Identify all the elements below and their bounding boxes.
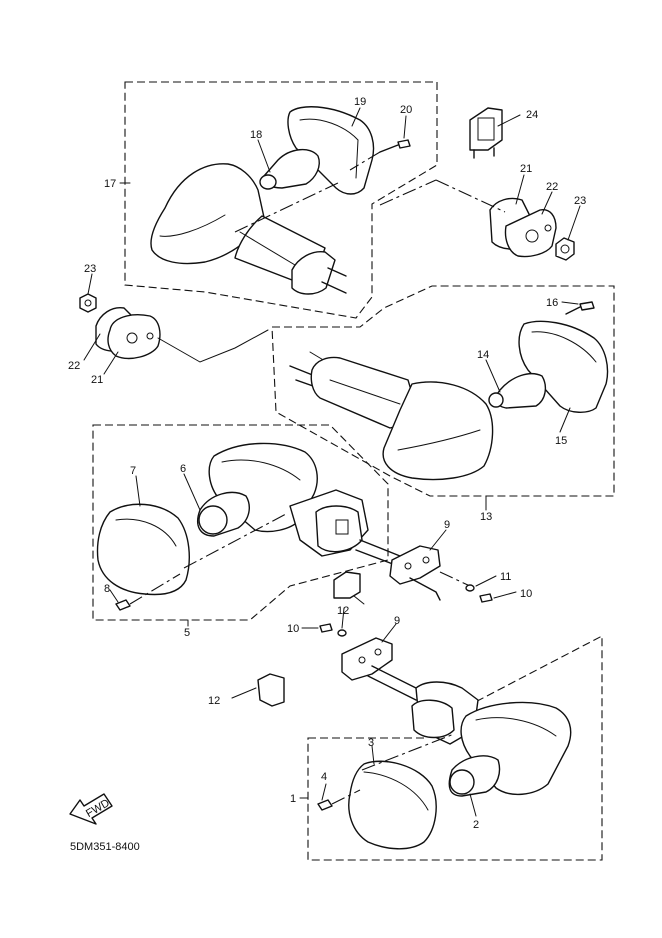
callout-12-lower: 12: [208, 695, 220, 707]
callout-10-lower: 10: [287, 623, 299, 635]
callout-24: 24: [526, 109, 538, 121]
callout-5: 5: [184, 627, 190, 639]
callout-14: 14: [477, 349, 489, 361]
fwd-arrow-icon: FWD: [69, 793, 113, 825]
callout-12-upper: 12: [337, 605, 349, 617]
callout-6: 6: [180, 463, 186, 475]
assembly-17-rear-left-flasher: [124, 81, 438, 319]
callout-15: 15: [555, 435, 567, 447]
leader-lines: [83, 107, 581, 817]
callout-20: 20: [400, 104, 412, 116]
assembly-1-front-right-flasher: [307, 635, 603, 861]
callout-16: 16: [546, 297, 558, 309]
callout-21-right: 21: [520, 163, 532, 175]
bracket-9-lower: [341, 637, 421, 701]
callout-9-upper: 9: [444, 519, 450, 531]
fwd-text: FWD: [84, 797, 112, 820]
callout-19: 19: [354, 96, 366, 108]
part-12-lower: [257, 673, 285, 707]
callout-8: 8: [104, 583, 110, 595]
bracket-9-upper: [389, 545, 471, 601]
damper-set-left: [79, 293, 269, 363]
callout-13: 13: [480, 511, 492, 523]
callout-10-upper: 10: [520, 588, 532, 600]
callout-22-left: 22: [68, 360, 80, 372]
washer-bolt-lower: [319, 623, 347, 637]
washer-bolt-upper: [465, 584, 493, 603]
assembly-13-rear-right-flasher: [271, 285, 615, 497]
callout-23-left: 23: [84, 263, 96, 275]
callout-18: 18: [250, 129, 262, 141]
callout-3: 3: [368, 737, 374, 749]
callout-9-lower: 9: [394, 615, 400, 627]
callout-1: 1: [290, 793, 296, 805]
callout-21-left: 21: [91, 374, 103, 386]
callout-2: 2: [473, 819, 479, 831]
assembly-5-front-left-flasher: [92, 424, 401, 621]
callout-11-upper: 11: [500, 571, 511, 583]
part-24-clip: [469, 107, 503, 159]
callout-4: 4: [321, 771, 327, 783]
callout-17: 17: [104, 178, 116, 190]
part-12-upper: [333, 571, 361, 599]
callout-22-right: 22: [546, 181, 558, 193]
damper-set-right: [379, 179, 575, 261]
part-code: 5DM351-8400: [70, 841, 140, 853]
callout-23-right: 23: [574, 195, 586, 207]
callout-7: 7: [130, 465, 136, 477]
callout-labels: 24 19 20 18 17 21 22 23 23 22 21 16 14 1…: [68, 96, 586, 831]
